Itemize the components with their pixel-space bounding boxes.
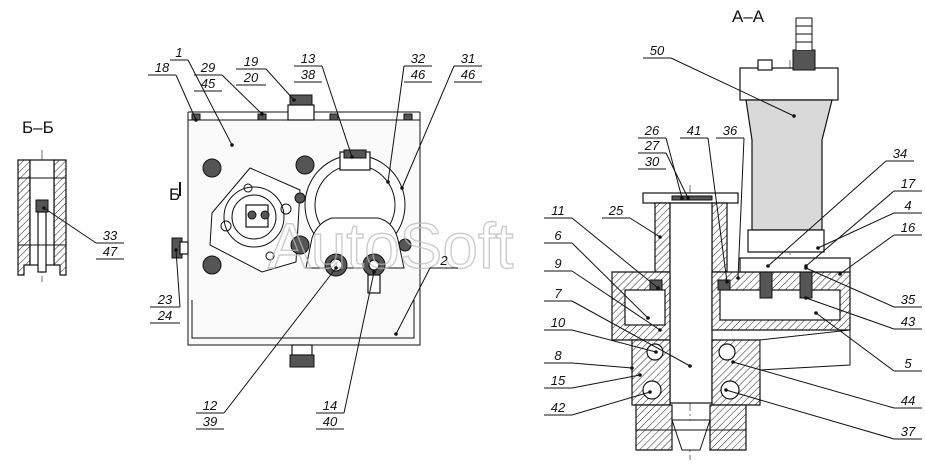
callout-number: 17 [901, 176, 916, 191]
callout-18: 18 [148, 60, 198, 122]
callout-number: 16 [901, 220, 916, 235]
section-b-detail: Б–Б [17, 118, 67, 282]
callout-43: 43 [804, 296, 922, 330]
callout-number: 43 [901, 314, 916, 329]
callout-7: 7 [544, 286, 692, 368]
callout-number: 31 [461, 51, 475, 66]
callout-sub-number: 47 [103, 244, 118, 259]
front-view: Б Б [169, 94, 421, 368]
callout-number: 34 [893, 146, 907, 161]
section-a-title: А–А [732, 7, 765, 26]
callout-50: 50 [643, 43, 796, 118]
callout-number: 33 [103, 228, 118, 243]
callout-number: 12 [203, 398, 218, 413]
callout-9: 9 [544, 256, 662, 332]
callout-number: 14 [323, 398, 337, 413]
callout-number: 5 [904, 356, 912, 371]
callout-1: 1 [170, 45, 234, 147]
callout-sub-number: 30 [645, 154, 660, 169]
callout-number: 19 [244, 54, 258, 69]
callout-number: 9 [554, 256, 561, 271]
callout-number: 25 [608, 203, 624, 218]
callout-number: 6 [554, 228, 562, 243]
callout-sub-number: 24 [157, 308, 172, 323]
callout-34: 34 [766, 146, 914, 268]
callout-number: 50 [650, 43, 665, 58]
callout-4: 4 [816, 198, 922, 250]
callout-number: 7 [554, 286, 562, 301]
callout-sub-number: 39 [203, 414, 217, 429]
callout-number: 29 [200, 60, 215, 75]
callout-number: 23 [157, 292, 173, 307]
section-marker-b-left: Б [169, 185, 180, 204]
callout-number: 10 [551, 315, 566, 330]
callout-number: 44 [901, 393, 915, 408]
callout-41: 41 [680, 123, 729, 284]
callout-26: 26 [638, 123, 684, 200]
callout-8: 8 [544, 348, 634, 370]
callout-sub-number: 46 [411, 67, 426, 82]
callout-36: 36 [716, 123, 745, 280]
callout-number: 1 [175, 45, 182, 60]
callout-number: 32 [411, 51, 426, 66]
callout-17: 17 [804, 176, 922, 268]
callout-sub-number: 20 [243, 70, 259, 85]
callout-number: 13 [301, 51, 316, 66]
callout-15: 15 [544, 373, 642, 389]
watermark: AutoSoft [268, 210, 514, 282]
callout-number: 35 [901, 292, 916, 307]
callout-sub-number: 38 [301, 67, 316, 82]
callout-number: 11 [551, 203, 565, 218]
callout-sub-number: 40 [323, 414, 338, 429]
callout-sub-number: 46 [461, 67, 476, 82]
callout-2: 2 [394, 253, 458, 336]
callout-number: 4 [904, 198, 911, 213]
callout-44: 44 [731, 360, 922, 409]
callout-number: 37 [901, 424, 916, 439]
section-b-title: Б–Б [22, 118, 54, 137]
callout-number: 15 [551, 373, 566, 388]
callout-number: 27 [644, 138, 660, 153]
callout-number: 41 [687, 123, 701, 138]
callout-6: 6 [544, 228, 650, 320]
callout-35: 35 [804, 266, 922, 308]
callout-number: 36 [723, 123, 738, 138]
callout-10: 10 [544, 315, 658, 354]
callout-sub-number: 45 [201, 76, 216, 91]
callout-42: 42 [544, 390, 652, 416]
callout-number: 8 [554, 348, 562, 363]
callout-37: 37 [724, 388, 922, 440]
callout-number: 18 [155, 60, 170, 75]
callout-number: 2 [439, 253, 448, 268]
callout-5: 5 [814, 311, 922, 372]
section-a-view: А–А [611, 7, 851, 460]
callout-25: 25 [602, 203, 662, 239]
callout-number: 42 [551, 400, 566, 415]
callout-labels: 1812945192013383246314633472324212391440… [42, 43, 922, 440]
callout-11: 11 [544, 203, 660, 290]
callout-16: 16 [838, 220, 922, 276]
callout-number: 26 [644, 123, 660, 138]
